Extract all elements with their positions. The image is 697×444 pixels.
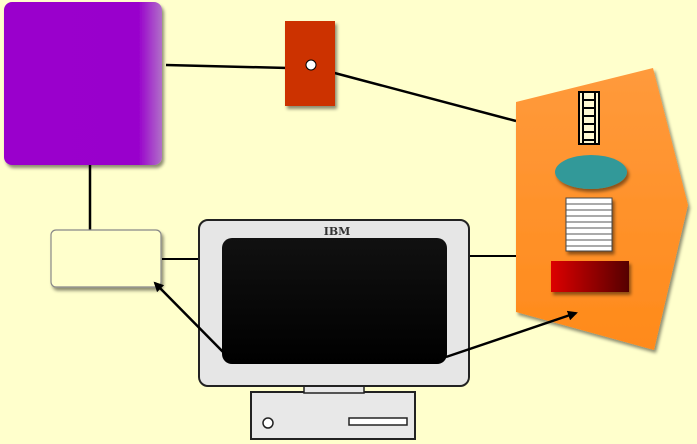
disk-ellipse-icon xyxy=(555,155,627,189)
monitor-brand-label: IBM xyxy=(324,225,351,238)
red-box-port xyxy=(305,59,317,71)
pale-box xyxy=(50,229,162,288)
connector-purple-to-red xyxy=(165,63,289,70)
paper-stack-icon xyxy=(565,197,613,252)
monitor-screen xyxy=(222,238,447,364)
power-button-icon xyxy=(262,417,274,429)
arrow-monitor-to-orange xyxy=(445,310,578,359)
connector-red-to-orange xyxy=(311,65,517,123)
gradient-bar-icon xyxy=(551,261,629,292)
computer-base-unit xyxy=(250,391,416,440)
arrow-monitor-to-pale xyxy=(153,281,229,358)
drive-slot xyxy=(348,417,408,426)
ladder-icon xyxy=(578,91,600,145)
purple-box xyxy=(4,2,162,165)
